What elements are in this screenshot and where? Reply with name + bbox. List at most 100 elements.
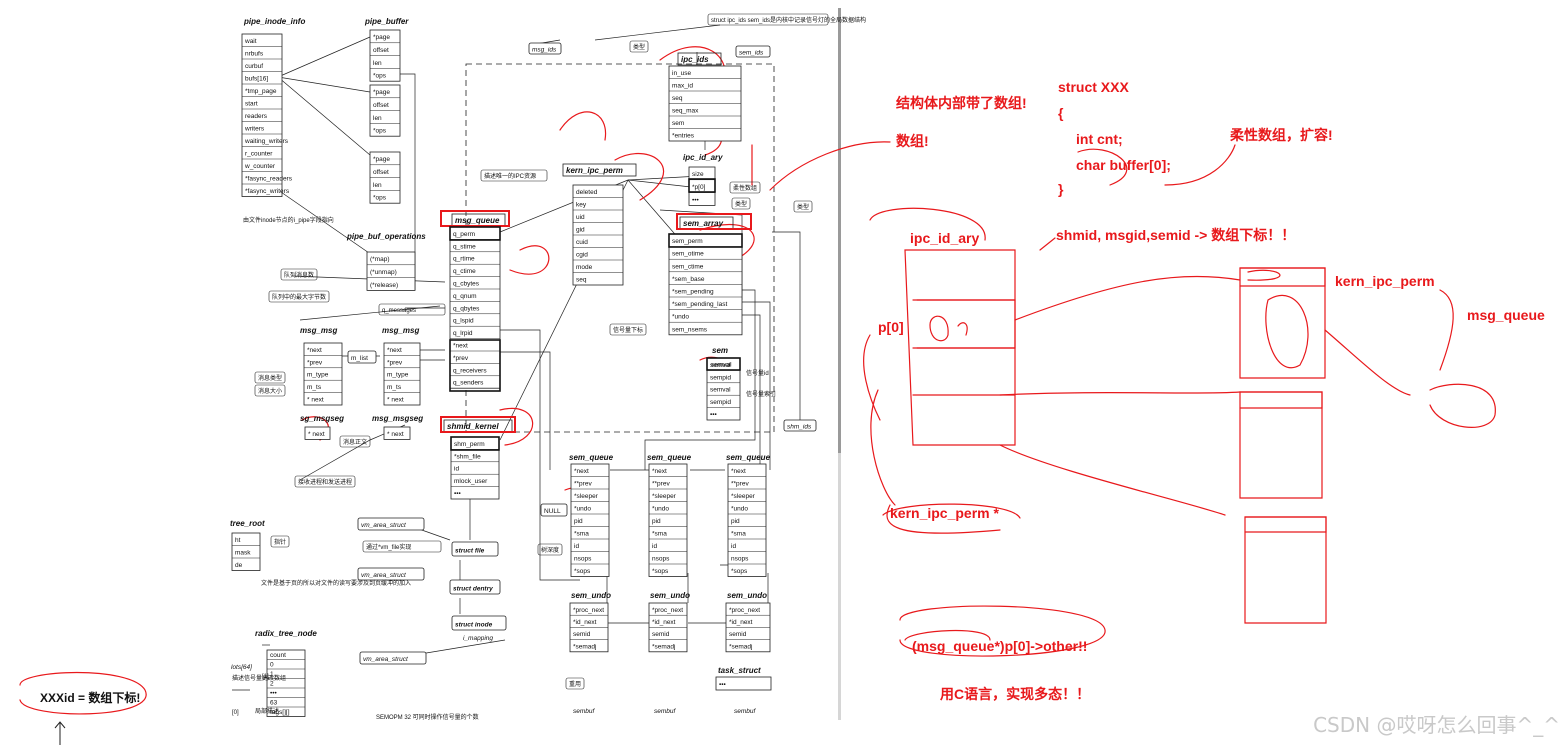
mini-box (783, 419, 817, 432)
field-label: (*release) (370, 282, 398, 289)
field-label: q_lrpid (453, 330, 473, 337)
field-label: *sma (731, 531, 746, 538)
field-label: start (245, 101, 258, 108)
field-label: ••• (270, 690, 278, 697)
mini-box (528, 42, 562, 55)
field-label: wait (244, 38, 257, 45)
field-label: m_type (307, 372, 329, 379)
field-label: *fasync_readers (245, 176, 293, 183)
field-label: *undo (731, 506, 748, 513)
mini-label: vm_area_struct (361, 572, 407, 579)
note-box (294, 475, 356, 488)
note-box (565, 677, 585, 690)
field-label: *id_next (729, 619, 753, 626)
field-label: sem_otime (672, 251, 704, 258)
note-box (707, 13, 829, 26)
note-label: 类型 (797, 203, 809, 211)
field-label: m_type (387, 372, 409, 379)
mini-label: struct file (455, 548, 485, 555)
struct-title: task_struct (718, 666, 761, 675)
field-label: 2 (270, 680, 274, 687)
field-label: len (373, 60, 382, 67)
struct-title: kern_ipc_perm (566, 166, 623, 175)
field-label: len (373, 115, 382, 122)
struct-ipc_id_ary-6: size*p[0]•••ipc_id_ary (683, 153, 723, 206)
struct-title: sg_msgseg (300, 414, 344, 423)
note-label: 信号量id (746, 369, 769, 377)
note-box (731, 197, 751, 210)
field-label: q_qnum (453, 293, 477, 300)
field-label: * next (308, 431, 325, 438)
field-label: nsops (574, 556, 592, 563)
struct-msg_queue-8: q_permq_stimeq_rtimeq_ctimeq_cbytesq_qnu… (449, 213, 506, 389)
struct-title: pipe_buf_operations (346, 232, 426, 241)
field-label: 63 (270, 699, 278, 706)
note-label: 描述唯一的IPC资源 (484, 172, 536, 180)
field-label: shm_perm (454, 441, 485, 448)
field-label: id (731, 543, 736, 550)
struct-title: radix_tree_node (255, 629, 317, 638)
annotation-cast-expr: (msg_queue*)p[0]->other!! (912, 638, 1087, 654)
field-label: *proc_next (652, 607, 683, 614)
field-label: 0 (270, 661, 274, 668)
field-label: 1 (270, 671, 274, 678)
field-label: q_stime (453, 243, 476, 250)
struct-sem_queue-17: *next**prev*sleeper*undopid*smaidnsops*s… (647, 453, 692, 577)
struct-title: sem_array (683, 219, 724, 228)
note-label: 消息大小 (258, 387, 282, 395)
note-label: 重用 (569, 680, 581, 688)
note-label: 队列消息数 (284, 271, 314, 279)
note-label: 队列中的最大字节数 (272, 293, 326, 301)
mini-label: m_list (351, 355, 368, 362)
note-label: 类型 (735, 200, 747, 208)
xxxid-arrow (54, 721, 66, 745)
emphasis-box (449, 226, 501, 241)
struct-title: sem_undo (650, 591, 690, 600)
field-label: *fasync_writers (245, 188, 290, 195)
struct-title: pipe_buffer (364, 17, 409, 26)
field-label: *semadj (652, 643, 675, 650)
mini-box (357, 567, 425, 581)
note-box (254, 371, 286, 384)
field-label: *sma (652, 531, 667, 538)
note-label: 局部描述 (255, 707, 279, 715)
mini-box (357, 517, 425, 531)
struct-title: msg_msgseg (372, 414, 423, 423)
field-label: ••• (692, 197, 700, 204)
emphasis-box (449, 339, 501, 392)
annotation-array: 数组! (896, 133, 929, 149)
mini-label: semval (711, 362, 732, 369)
field-label: q_senders (453, 380, 484, 387)
emphasis-box (440, 416, 516, 433)
note-label: 由文件inode节点的i_pipe字段指向 (243, 216, 334, 224)
field-label: *ops (373, 128, 387, 135)
field-label: (*map) (370, 256, 390, 263)
field-label: *undo (652, 506, 669, 513)
field-label: pid (731, 518, 740, 525)
diagram-scrollbar[interactable] (838, 8, 841, 453)
field-label: *page (373, 34, 390, 41)
field-label: *p[0] (692, 184, 706, 191)
note-label: [1] (262, 674, 269, 680)
field-label: m_ts (387, 384, 402, 391)
note-label: [0] (232, 710, 239, 716)
note-label: SEMOPM 32 可同时操作信号量的个数 (376, 713, 479, 721)
struct-title: msg_msg (300, 326, 337, 335)
note-label: q_messages (382, 308, 416, 314)
note-label: 信号量索引 (746, 390, 776, 398)
note-label: 消息正文 (343, 438, 367, 446)
annotation-msg-queue: msg_queue (1467, 307, 1545, 323)
code-line-1: struct XXX (1058, 79, 1129, 95)
field-label: id (652, 543, 657, 550)
code-line-5: } (1058, 181, 1064, 197)
field-label: sem_nsems (672, 326, 708, 333)
mini-label: sembuf (654, 708, 677, 715)
field-label: nrbufs (245, 51, 264, 58)
field-label: cuid (576, 239, 588, 246)
note-label: 文件是基于页的所以对文件的读写要涉及到页缓冲的加入 (261, 579, 411, 587)
